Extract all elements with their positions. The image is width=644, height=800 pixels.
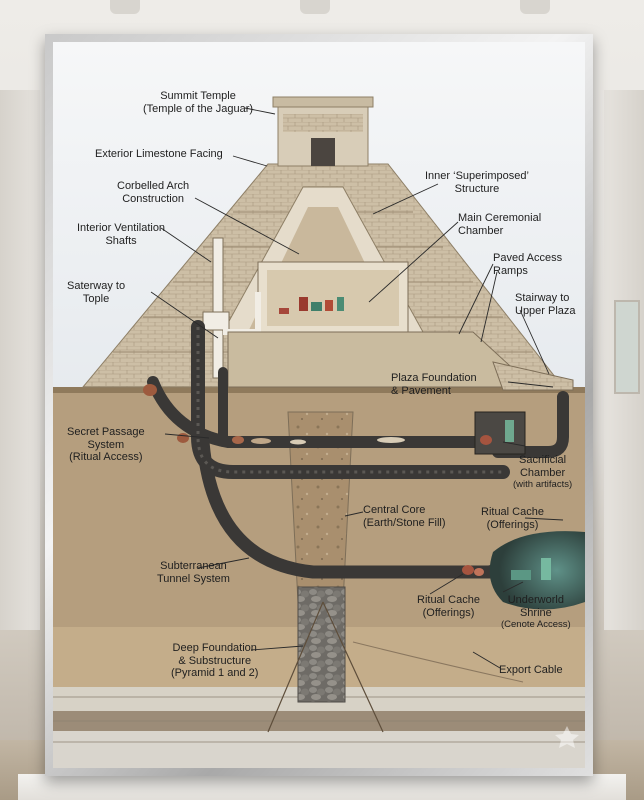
- label-text: Plaza Foundation: [391, 372, 477, 384]
- underworld-shrine: [489, 531, 585, 610]
- pedestal: [18, 774, 626, 800]
- ground-line: [53, 387, 585, 393]
- label-text: (Temple of the Jaguar): [143, 102, 254, 115]
- label-text: Tople: [82, 292, 110, 305]
- label-text: Summit Temple: [160, 90, 236, 102]
- label-text: (Pyramid 1 and 2): [171, 667, 259, 679]
- label-text: Deep Foundation: [172, 642, 257, 654]
- label-ritual-cache-upper: Ritual Cache (Offerings): [481, 506, 544, 531]
- label-ventilation-shafts: Interior Ventilation Shafts: [77, 222, 165, 247]
- label-central-core: Central Core (Earth/Stone Fill): [363, 504, 446, 529]
- ceiling-light: [110, 0, 140, 14]
- label-text: Subterranean: [160, 560, 227, 572]
- label-export-cable: Export Cable: [499, 664, 563, 677]
- label-text: (Earth/Stone Fill): [363, 516, 446, 529]
- base-stratum: [53, 731, 585, 768]
- label-text: (Cenote Access): [501, 619, 571, 630]
- label-text: (Offerings): [422, 606, 475, 619]
- label-text: & Substructure: [178, 654, 252, 667]
- pyramid-cross-section-illustration: [53, 42, 585, 768]
- label-text: Ritual Cache: [481, 506, 544, 518]
- label-corbelled-arch: Corbelled Arch Construction: [117, 180, 189, 205]
- label-text: Exterior Limestone Facing: [95, 148, 223, 160]
- label-sacrificial-chamber: Sacrificial Chamber (with artifacts): [513, 454, 572, 492]
- label-plaza-foundation: Plaza Foundation & Pavement: [391, 372, 477, 397]
- label-stairway-upper: Stairway to Upper Plaza: [515, 292, 576, 317]
- sacrificial-chamber: [474, 411, 526, 455]
- label-text: Shafts: [105, 234, 137, 247]
- label-text: (with artifacts): [513, 479, 573, 490]
- leader-lines: [150, 107, 564, 669]
- label-text: Interior Ventilation: [77, 222, 166, 234]
- poster-canvas: Summit Temple (Temple of the Jaguar) Ext…: [53, 42, 585, 768]
- label-main-chamber: Main Ceremonial Chamber: [458, 212, 541, 237]
- deep-foundation: [297, 586, 346, 703]
- ceiling-light: [520, 0, 550, 14]
- label-text: Saterway to: [67, 280, 126, 292]
- label-text: (Ritual Access): [69, 451, 143, 463]
- label-text: Tunnel System: [157, 572, 230, 585]
- label-text: Shrine: [519, 606, 552, 619]
- label-text: Main Ceremonial: [458, 212, 542, 224]
- label-text: Chamber: [458, 224, 504, 237]
- label-text: Ramps: [493, 264, 528, 277]
- label-saterway: Saterway to Tople: [67, 280, 125, 305]
- side-artwork: [614, 300, 640, 394]
- label-text: Secret Passage: [67, 426, 145, 438]
- label-paved-ramps: Paved Access Ramps: [493, 252, 562, 277]
- label-text: & Pavement: [391, 384, 451, 397]
- label-text: Upper Plaza: [515, 304, 576, 317]
- label-secret-passage: Secret Passage System (Ritual Access): [67, 426, 145, 464]
- gallery-wall-left: [0, 90, 40, 630]
- label-text: Underworld: [507, 594, 564, 606]
- label-text: Export Cable: [499, 664, 563, 676]
- label-text: System: [87, 438, 125, 451]
- label-text: Inner ‘Superimposed’: [425, 170, 529, 182]
- label-text: Central Core: [363, 504, 426, 516]
- label-text: Chamber: [519, 466, 566, 479]
- label-text: Construction: [122, 192, 184, 205]
- label-text: Corbelled Arch: [117, 180, 190, 192]
- label-ritual-cache-lower: Ritual Cache (Offerings): [417, 594, 480, 619]
- label-text: Stairway to: [515, 292, 570, 304]
- poster-frame: Summit Temple (Temple of the Jaguar) Ext…: [45, 34, 593, 776]
- ventilation-shaft: [212, 237, 224, 379]
- label-text: Ritual Cache: [417, 594, 480, 606]
- label-underworld-shrine: Underworld Shrine (Cenote Access): [501, 594, 571, 632]
- label-text: Paved Access: [493, 252, 563, 264]
- label-text: Structure: [454, 182, 500, 195]
- artifact-pot: [143, 384, 157, 396]
- label-text: (Offerings): [486, 518, 539, 531]
- ceiling-light: [300, 0, 330, 14]
- label-deep-foundation: Deep Foundation & Substructure (Pyramid …: [171, 642, 258, 680]
- label-inner-structure: Inner ‘Superimposed’ Structure: [425, 170, 529, 195]
- label-exterior-facing: Exterior Limestone Facing: [95, 148, 223, 161]
- label-summit-temple: Summit Temple (Temple of the Jaguar): [143, 90, 253, 115]
- label-tunnel-system: Subterranean Tunnel System: [157, 560, 230, 585]
- label-text: Sacrificial: [519, 454, 567, 466]
- watermark-star-icon: [555, 726, 579, 748]
